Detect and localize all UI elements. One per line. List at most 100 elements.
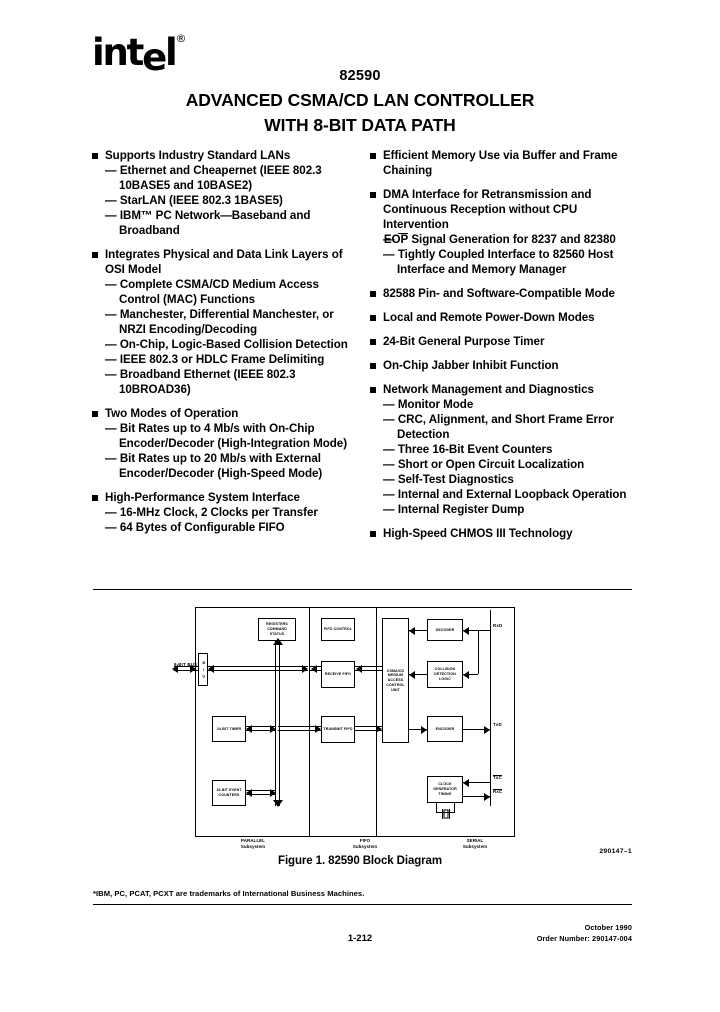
arrow-internal-up — [272, 638, 283, 645]
horizontal-rule-top — [93, 589, 632, 590]
feature-bullet: Two Modes of Operation — [92, 406, 354, 421]
bullet-square-icon — [92, 252, 98, 258]
bullet-square-icon — [370, 315, 376, 321]
em-dash-icon: — — [383, 248, 398, 261]
feature-subitem-label: 64 Bytes of Configurable FIFO — [119, 521, 285, 534]
pin-label-rxc: RxC — [493, 789, 503, 794]
block-collision-detection: COLLISION DETECTION LOGIC — [427, 661, 463, 688]
line-xtal-bottom — [436, 812, 455, 814]
feature-heading: High-Speed CHMOS III Technology — [383, 527, 573, 540]
bus-external — [174, 666, 198, 671]
feature-subitem-label: 16-MHz Clock, 2 Clocks per Transfer — [119, 506, 318, 519]
feature-group: High-Speed CHMOS III Technology — [370, 526, 632, 541]
arrow-bus-right — [302, 664, 308, 673]
feature-group: Supports Industry Standard LANs— Etherne… — [92, 148, 354, 238]
feature-subitem: — Broadband Ethernet (IEEE 802.3 10BROAD… — [105, 367, 354, 397]
block-timer: 24-BIT TIMER — [212, 716, 246, 742]
em-dash-icon: — — [383, 413, 398, 426]
bullet-square-icon — [370, 387, 376, 393]
pin-label-txd: TxD — [493, 722, 502, 727]
bullet-square-icon — [92, 411, 98, 417]
block-fifo-control: FIFO CONTROL — [321, 618, 355, 641]
em-dash-icon: — — [383, 233, 398, 246]
block-clock-generator: CLOCK GENERATOR TIMING — [427, 776, 463, 803]
feature-bullet: Local and Remote Power-Down Modes — [370, 310, 632, 325]
footer-right: October 1990 Order Number: 290147-004 — [537, 923, 632, 945]
page-number: 1-212 — [347, 933, 373, 944]
feature-subitem-label: IBM™ PC Network—Baseband and Broadband — [119, 209, 311, 237]
label-8bit-bus: 8-BIT BUS — [174, 662, 198, 667]
feature-subitem: — 64 Bytes of Configurable FIFO — [105, 520, 354, 535]
feature-subitem-label: Ethernet and Cheapernet (IEEE 802.3 10BA… — [119, 164, 322, 192]
features-section: Supports Industry Standard LANs— Etherne… — [92, 148, 632, 541]
subsystem-label-serial: SERIAL Subsystem — [462, 838, 488, 849]
feature-group: 82588 Pin- and Software-Compatible Mode — [370, 286, 632, 301]
overline-signal-name: EOP — [383, 233, 409, 246]
crystal-icon — [441, 807, 451, 825]
feature-bullet: DMA Interface for Retransmission and Con… — [370, 187, 632, 232]
page-title: 82590 ADVANCED CSMA/CD LAN CONTROLLER WI… — [0, 66, 720, 137]
horizontal-rule-bottom — [93, 904, 632, 905]
bus-internal-vertical — [275, 641, 280, 806]
block-transmit-fifo: TRANSMIT FIFO — [321, 716, 355, 743]
order-number: Order Number: 290147-004 — [536, 933, 632, 943]
feature-subitem: — Complete CSMA/CD Medium Access Control… — [105, 277, 354, 307]
feature-subitem: — Internal Register Dump — [383, 502, 632, 517]
arrow-decoder-to-mac — [409, 626, 415, 635]
feature-subitem: — Monitor Mode — [383, 397, 632, 412]
block-event-counters: 16-BIT EVENT COUNTERS — [212, 780, 246, 806]
arrow-evt-left — [246, 788, 252, 797]
feature-heading: On-Chip Jabber Inhibit Function — [383, 359, 559, 372]
feature-subitem-label: On-Chip, Logic-Based Collision Detection — [119, 338, 348, 351]
em-dash-icon: — — [383, 488, 398, 501]
arrow-rxd-collision — [463, 670, 469, 679]
line-rxd — [463, 630, 490, 632]
feature-bullet: 24-Bit General Purpose Timer — [370, 334, 632, 349]
em-dash-icon: — — [383, 503, 398, 516]
pin-label-rxd: RxD — [493, 623, 503, 628]
feature-subitem-label: Bit Rates up to 20 Mb/s with External En… — [119, 452, 323, 480]
feature-heading: 24-Bit General Purpose Timer — [383, 335, 545, 348]
feature-bullet: Supports Industry Standard LANs — [92, 148, 354, 163]
arrow-collision-to-mac — [409, 670, 415, 679]
feature-subitem-label: Short or Open Circuit Localization — [397, 458, 585, 471]
arrow-external-left — [172, 664, 178, 673]
feature-group: Local and Remote Power-Down Modes — [370, 310, 632, 325]
feature-group: Efficient Memory Use via Buffer and Fram… — [370, 148, 632, 178]
em-dash-icon: — — [383, 458, 398, 471]
feature-subitem: — Three 16-Bit Event Counters — [383, 442, 632, 457]
features-column-right: Efficient Memory Use via Buffer and Fram… — [370, 148, 632, 541]
em-dash-icon: — — [383, 398, 398, 411]
features-column-left: Supports Industry Standard LANs— Etherne… — [92, 148, 354, 535]
arrow-rxfifo-left — [311, 664, 317, 673]
feature-subitem: — IBM™ PC Network—Baseband and Broadband — [105, 208, 354, 238]
feature-group: Integrates Physical and Data Link Layers… — [92, 247, 354, 397]
feature-subitem: — Bit Rates up to 4 Mb/s with On-Chip En… — [105, 421, 354, 451]
em-dash-icon: — — [383, 473, 398, 486]
arrow-mac-to-rxfifo — [356, 664, 362, 673]
bullet-square-icon — [370, 363, 376, 369]
registered-trademark-icon: ® — [175, 32, 187, 45]
arrow-txfifo-in — [315, 724, 321, 733]
pin-label-txc: TxC — [493, 775, 502, 780]
em-dash-icon: — — [105, 506, 120, 519]
bus-rxfifo-to-mac — [355, 666, 382, 671]
bullet-square-icon — [370, 339, 376, 345]
feature-subitem: — On-Chip, Logic-Based Collision Detecti… — [105, 337, 354, 352]
feature-subitem-label: Self-Test Diagnostics — [397, 473, 514, 486]
feature-subitem-label: Three 16-Bit Event Counters — [397, 443, 553, 456]
em-dash-icon: — — [105, 164, 120, 177]
feature-subitem-label: Internal and External Loopback Operation — [397, 488, 627, 501]
bus-biu-to-core — [208, 666, 308, 671]
feature-subitem: — IEEE 802.3 or HDLC Frame Delimiting — [105, 352, 354, 367]
feature-bullet: Network Management and Diagnostics — [370, 382, 632, 397]
feature-subitem: — EOP Signal Generation for 8237 and 823… — [383, 232, 632, 247]
title-line-1: ADVANCED CSMA/CD LAN CONTROLLER — [185, 89, 535, 110]
feature-group: High-Performance System Interface— 16-MH… — [92, 490, 354, 535]
bullet-square-icon — [92, 153, 98, 159]
feature-heading: Integrates Physical and Data Link Layers… — [105, 248, 343, 276]
feature-subitem: — Bit Rates up to 20 Mb/s with External … — [105, 451, 354, 481]
logo-text-l: l — [165, 31, 178, 74]
arrow-external-right — [190, 664, 196, 673]
feature-subitem: — Tightly Coupled Interface to 82560 Hos… — [383, 247, 632, 277]
